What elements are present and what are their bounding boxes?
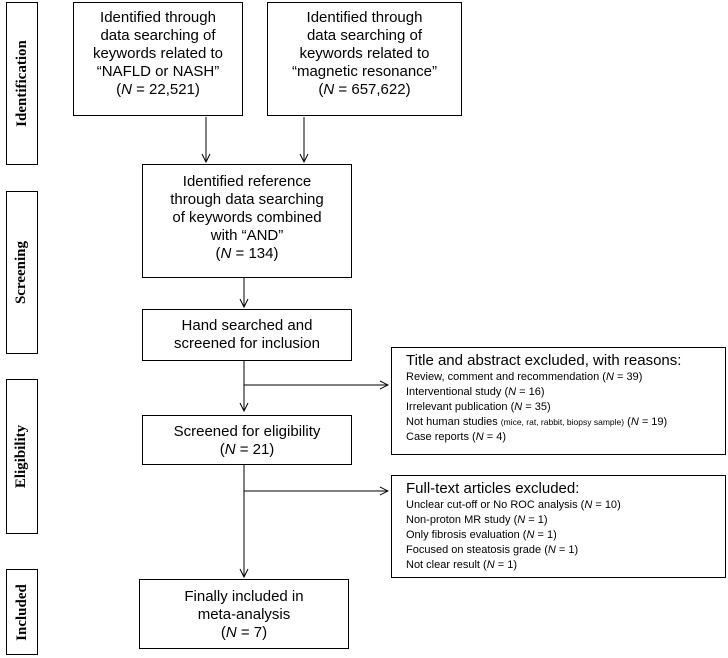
combined-line-3: of keywords combined: [172, 209, 322, 226]
stage-eligibility: Eligibility: [6, 379, 38, 534]
combined-count: (N = 134): [215, 245, 279, 262]
box-combined: Identified reference through data search…: [142, 164, 352, 278]
final-count: (N = 7): [220, 624, 268, 641]
box-title-abstract-excluded: Title and abstract excluded, with reason…: [391, 347, 726, 455]
title-excluded-item: Interventional study (N = 16): [406, 386, 545, 398]
fulltext-excluded-item: Not clear result (N = 1): [406, 559, 517, 571]
stage-included: Included: [6, 569, 38, 655]
nafld-count: (N = 22,521): [116, 81, 200, 98]
final-line-2: meta-analysis: [197, 606, 291, 623]
fulltext-excluded-item: Focused on steatosis grade (N = 1): [406, 544, 579, 556]
eligibility-count: (N = 21): [219, 441, 275, 458]
fulltext-excluded-item: Unclear cut-off or No ROC analysis (N = …: [406, 499, 621, 511]
mr-line-4: “magnetic resonance”: [291, 63, 438, 80]
title-excluded-item: Review, comment and recommendation (N = …: [406, 371, 643, 383]
nafld-line-4: “NAFLD or NASH”: [96, 63, 220, 80]
box-hand-searched: Hand searched and screened for inclusion: [142, 309, 352, 361]
combined-line-2: through data searching: [170, 191, 324, 208]
hand-line-1: Hand searched and: [181, 317, 313, 334]
nafld-line-2: data searching of: [100, 27, 216, 44]
box-fulltext-excluded: Full-text articles excluded: Unclear cut…: [391, 475, 726, 578]
fulltext-excluded-item: Non-proton MR study (N = 1): [406, 514, 548, 526]
mr-count: (N = 657,622): [318, 81, 411, 98]
stage-identification: Identification: [6, 2, 38, 165]
mr-line-2: data searching of: [306, 27, 423, 44]
combined-line-4: with “AND”: [210, 227, 284, 244]
title-excluded-item: Case reports (N = 4): [406, 431, 506, 443]
stage-screening: Screening: [6, 191, 38, 354]
box-identified-nafld: Identified through data searching of key…: [73, 2, 243, 116]
box-identified-mr: Identified through data searching of key…: [267, 2, 462, 116]
box-final-included: Finally included in meta-analysis (N = 7…: [139, 579, 349, 649]
title-excluded-item: Not human studies (mice, rat, rabbit, bi…: [406, 416, 668, 428]
mr-line-3: keywords related to: [299, 45, 430, 62]
fulltext-excluded-heading: Full-text articles excluded:: [406, 480, 580, 497]
eligibility-line-1: Screened for eligibility: [173, 423, 321, 440]
nafld-line-3: keywords related to: [92, 45, 224, 62]
final-line-1: Finally included in: [184, 588, 304, 605]
mr-line-1: Identified through: [306, 9, 423, 26]
title-excluded-heading: Title and abstract excluded, with reason…: [406, 352, 682, 369]
nafld-line-1: Identified through: [100, 9, 216, 26]
combined-line-1: Identified reference: [182, 173, 312, 190]
title-excluded-item: Irrelevant publication (N = 35): [406, 401, 551, 413]
hand-line-2: screened for inclusion: [174, 335, 320, 352]
fulltext-excluded-item: Only fibrosis evaluation (N = 1): [406, 529, 557, 541]
box-eligibility: Screened for eligibility (N = 21): [142, 415, 352, 465]
